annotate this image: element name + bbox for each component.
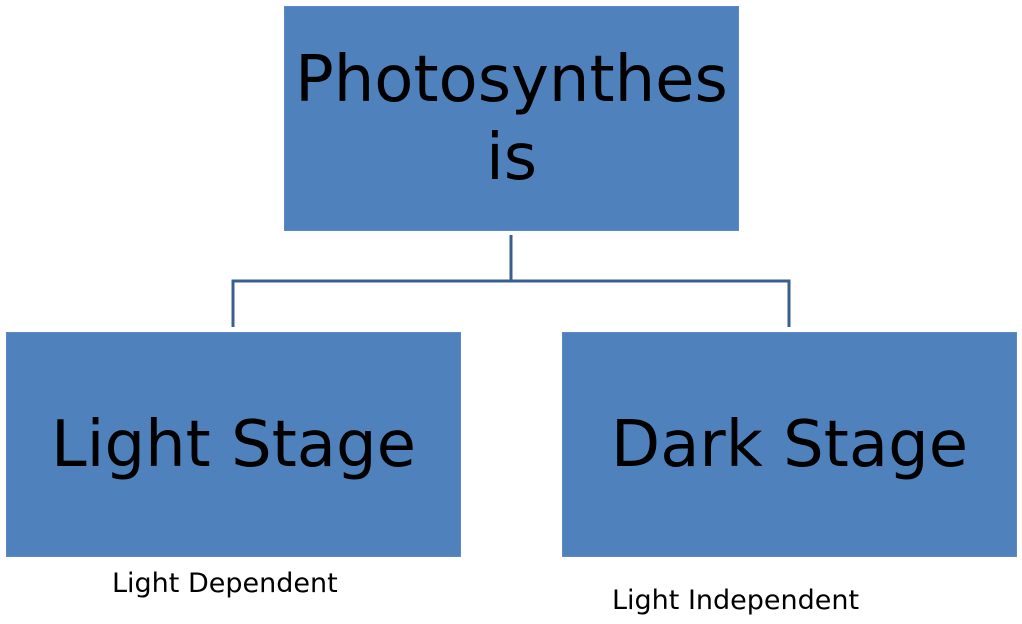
caption-light-independent: Light Independent	[612, 585, 860, 616]
child-node-dark-stage: Dark Stage	[562, 332, 1017, 557]
root-node-photosynthesis: Photosynthesis	[284, 6, 739, 231]
caption-light-dependent: Light Dependent	[112, 568, 338, 599]
connector-root-to-children	[231, 235, 791, 327]
child-node-light-stage: Light Stage	[6, 332, 461, 557]
root-node-label: Photosynthesis	[295, 42, 728, 195]
child-node-label-light-stage: Light Stage	[51, 407, 416, 482]
child-node-label-dark-stage: Dark Stage	[610, 407, 969, 482]
